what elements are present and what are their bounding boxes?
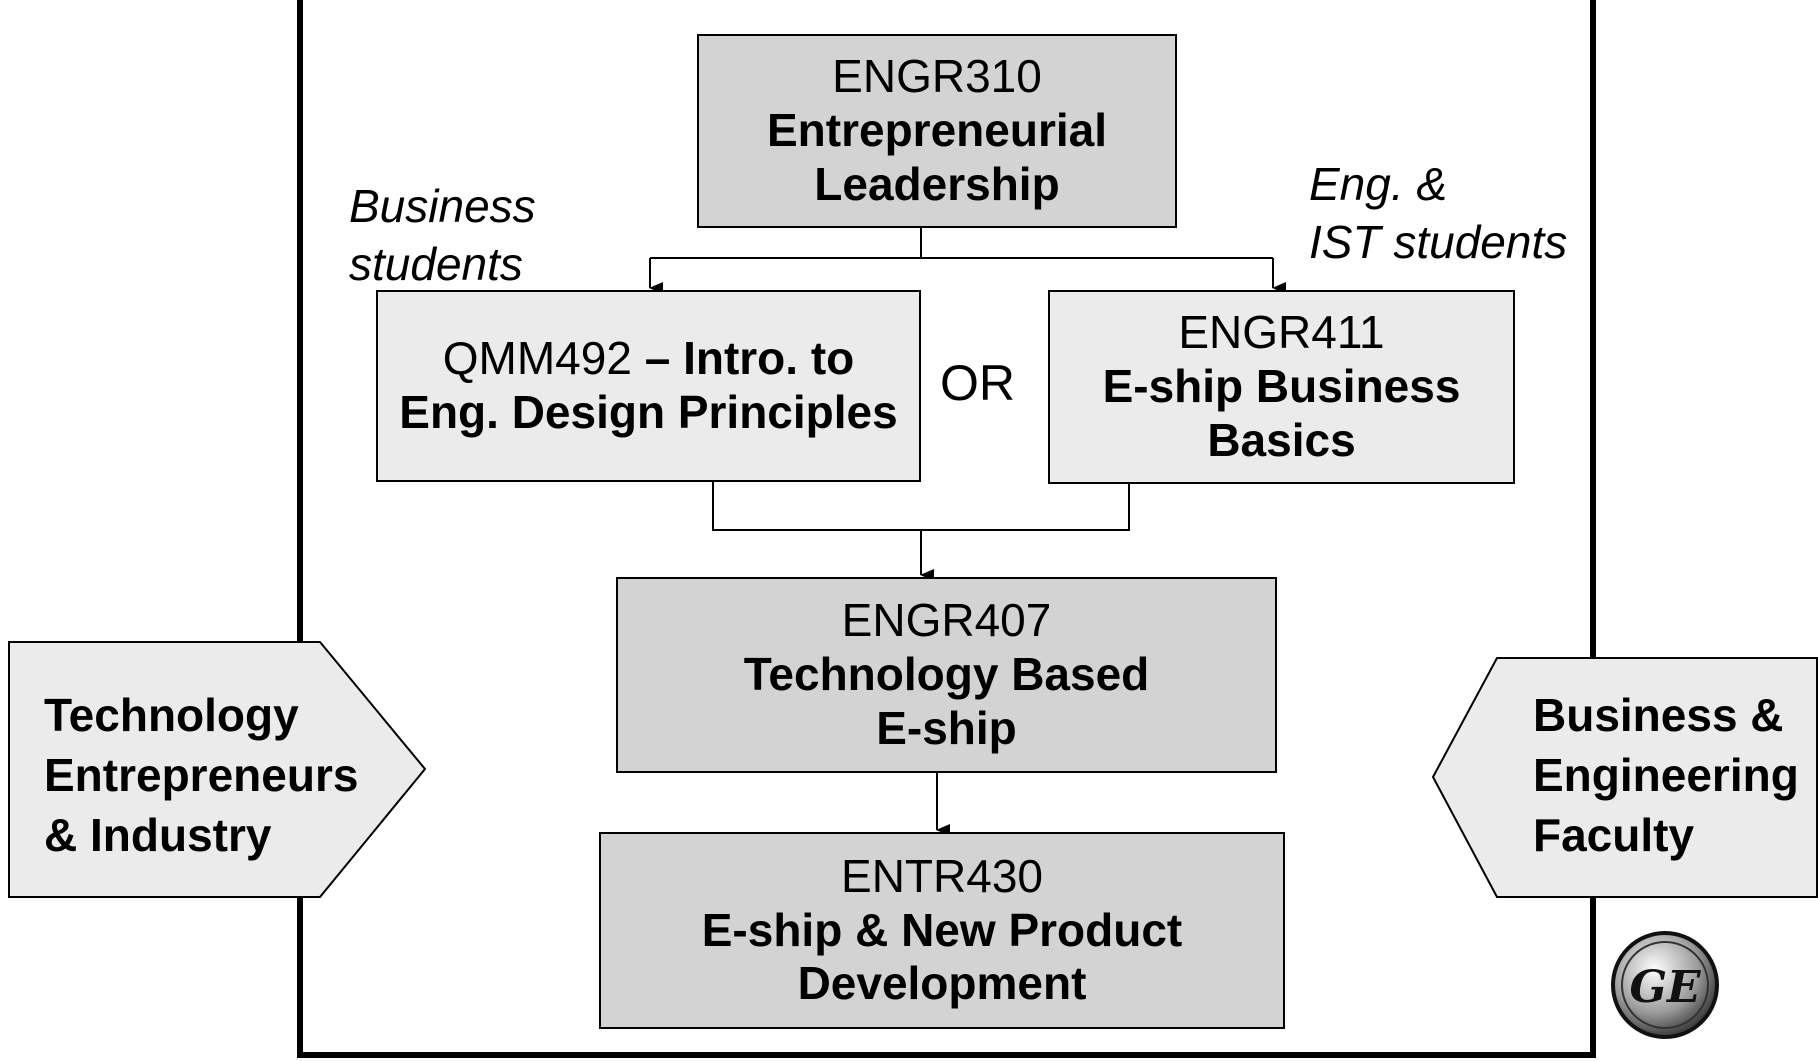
course-code: ENGR310 <box>832 50 1042 103</box>
side-arrow-right <box>1431 657 1818 898</box>
course-title-line1: E-ship Business <box>1102 360 1461 413</box>
side-label-line3: & Industry <box>44 808 272 861</box>
course-box-engr407: ENGR407 Technology Based E-ship <box>616 577 1277 773</box>
or-label: OR <box>940 355 1015 411</box>
side-arrow-left <box>8 641 427 898</box>
side-label-line1: Business & <box>1533 689 1784 741</box>
course-title-line1: Technology Based <box>743 648 1150 701</box>
course-code: ENGR411 <box>1178 306 1385 359</box>
ge-logo-icon: GE <box>1611 931 1719 1039</box>
note-line2: IST students <box>1309 215 1568 268</box>
side-label-left: Technology Entrepreneurs & Industry <box>44 686 358 865</box>
course-code: QMM492 <box>442 332 632 385</box>
svg-text:GE: GE <box>1629 962 1702 1013</box>
course-title-line2: Eng. Design Principles <box>399 386 898 438</box>
course-title-line2: E-ship <box>876 701 1017 754</box>
side-label-line2: Entrepreneurs <box>44 748 359 801</box>
course-title-line1: QMM492 – Intro. to <box>443 332 855 386</box>
course-title-line2: Leadership <box>814 157 1060 210</box>
side-label-line2: Engineering <box>1533 748 1799 801</box>
side-label-line3: Faculty <box>1533 808 1695 861</box>
course-box-entr430: ENTR430 E-ship & New Product Development <box>599 832 1285 1029</box>
course-title-line2: Basics <box>1207 413 1356 466</box>
course-box-engr411: ENGR411 E-ship Business Basics <box>1048 290 1515 484</box>
course-code: ENGR407 <box>841 594 1052 647</box>
note-business-students: Business students <box>349 178 536 293</box>
course-title-part1: – Intro. to <box>631 332 855 385</box>
note-line2: students <box>349 237 523 290</box>
arrow-engr310-split <box>650 228 1273 259</box>
diagram-frame <box>297 0 1596 1058</box>
side-label-right: Business & Engineering Faculty <box>1533 686 1799 865</box>
course-box-engr310: ENGR310 Entrepreneurial Leadership <box>697 34 1177 228</box>
course-box-qmm492: QMM492 – Intro. to Eng. Design Principle… <box>376 290 921 482</box>
note-line1: Eng. & <box>1309 158 1448 210</box>
note-line1: Business <box>349 180 536 232</box>
side-label-line1: Technology <box>44 689 299 741</box>
course-title-line1: Entrepreneurial <box>767 104 1107 157</box>
note-eng-ist-students: Eng. & IST students <box>1309 156 1567 271</box>
course-title-line2: Development <box>797 957 1087 1010</box>
course-code: ENTR430 <box>841 849 1043 902</box>
course-title-line1: E-ship & New Product <box>701 903 1183 956</box>
